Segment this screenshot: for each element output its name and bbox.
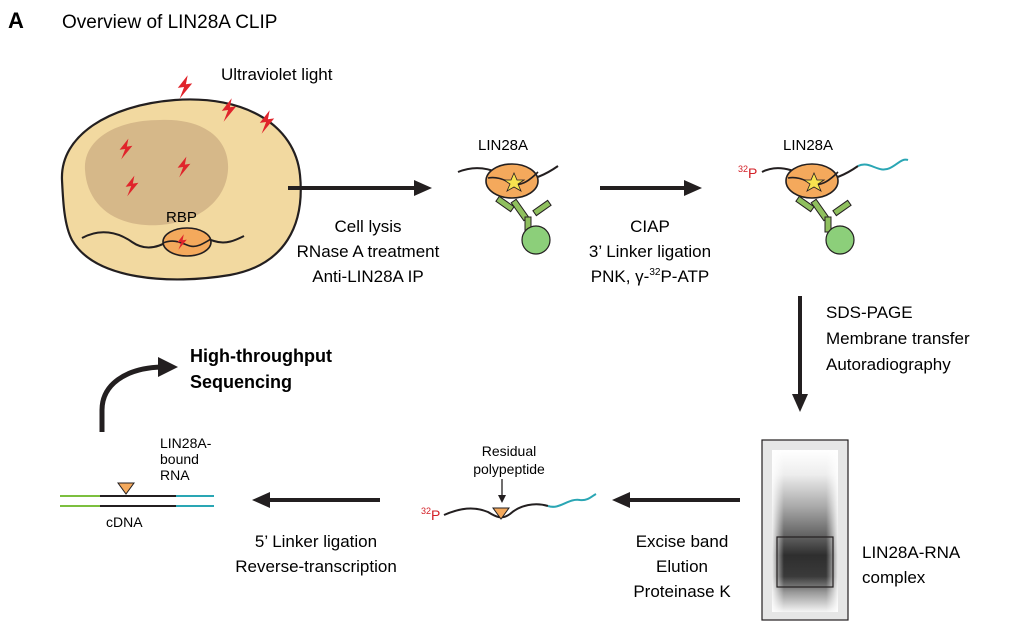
step-3-line-3: Autoradiography: [826, 355, 951, 374]
complex-label-1: LIN28A-RNA: [862, 543, 961, 562]
residual-polypeptide-rna: Residual polypeptide 32P: [421, 443, 597, 523]
bead-icon: [521, 225, 551, 255]
cell-illustration: RBP: [60, 98, 302, 281]
residual-label-1: Residual: [482, 443, 536, 459]
rbp-protein: [162, 227, 212, 257]
cdna-library: LIN28A- bound RNA cDNA: [60, 435, 214, 530]
step-1-line-1: Cell lysis: [334, 217, 401, 236]
excised-band-box: [776, 536, 834, 588]
p32-label: 32P: [738, 164, 757, 181]
step-2-line-2: 3’ Linker ligation: [589, 242, 711, 261]
lin28a-label-1: LIN28A: [478, 137, 528, 154]
bead-icon: [825, 225, 855, 255]
step-2-line-1: CIAP: [630, 217, 670, 236]
arrow-step-1: [288, 180, 432, 196]
step-5-line-2: Reverse-transcription: [235, 557, 397, 576]
arrow-step-3: [792, 296, 808, 412]
crosslink-star-icon: [802, 171, 826, 192]
bound-label-2: bound: [160, 451, 199, 467]
step-1-text: Cell lysis RNase A treatment Anti-LIN28A…: [297, 217, 440, 286]
lin28a-label-2: LIN28A: [783, 137, 833, 154]
panel-title: Overview of LIN28A CLIP: [62, 12, 277, 33]
step-2-line-3: PNK, γ-32P-ATP: [591, 267, 710, 286]
arrow-step-2: [600, 180, 702, 196]
lightning-icon: [177, 75, 193, 99]
arrow-to-sequencing: [99, 357, 178, 432]
step-4-line-2: Elution: [656, 557, 708, 576]
crosslink-star-icon: [502, 171, 526, 192]
rna-linker-3: [857, 158, 909, 171]
complex-label-2: complex: [862, 568, 926, 587]
hts-label-1: High-throughput: [190, 346, 332, 366]
cdna-label: cDNA: [106, 514, 143, 530]
residual-peptide-triangle: [492, 507, 510, 520]
step-3-line-2: Membrane transfer: [826, 329, 970, 348]
arrow-step-5: [252, 492, 380, 508]
rbp-rna-segment: [162, 238, 212, 248]
residual-label-2: polypeptide: [473, 461, 545, 477]
rbp-label: RBP: [166, 209, 197, 226]
step-3-line-1: SDS-PAGE: [826, 303, 913, 322]
labeled-lin28a-complex: LIN28A 32P: [738, 137, 909, 255]
step-3-text: SDS-PAGE Membrane transfer Autoradiograp…: [826, 303, 970, 374]
rna-linker-3: [547, 493, 597, 508]
lin28a-ip-complex: LIN28A: [457, 137, 559, 255]
antibody-icon: [495, 195, 552, 233]
step-5-line-1: 5’ Linker ligation: [255, 532, 377, 551]
uv-label: Ultraviolet light: [221, 65, 333, 84]
residual-peptide-triangle: [117, 482, 135, 495]
bound-label-3: RNA: [160, 467, 190, 483]
arrow-step-4: [612, 492, 740, 508]
step-5-text: 5’ Linker ligation Reverse-transcription: [235, 532, 397, 576]
p32-label: 32P: [421, 506, 440, 523]
step-4-text: Excise band Elution Proteinase K: [633, 532, 731, 601]
step-1-line-2: RNase A treatment: [297, 242, 440, 261]
bound-label-1: LIN28A-: [160, 435, 212, 451]
step-1-line-3: Anti-LIN28A IP: [312, 267, 424, 286]
nucleus: [84, 119, 229, 226]
autoradiograph-gel: [761, 439, 849, 621]
hts-label-2: Sequencing: [190, 372, 292, 392]
panel-letter: A: [8, 8, 24, 33]
step-4-line-3: Proteinase K: [633, 582, 731, 601]
step-4-line-1: Excise band: [636, 532, 729, 551]
step-2-text: CIAP 3’ Linker ligation PNK, γ-32P-ATP: [589, 217, 711, 286]
